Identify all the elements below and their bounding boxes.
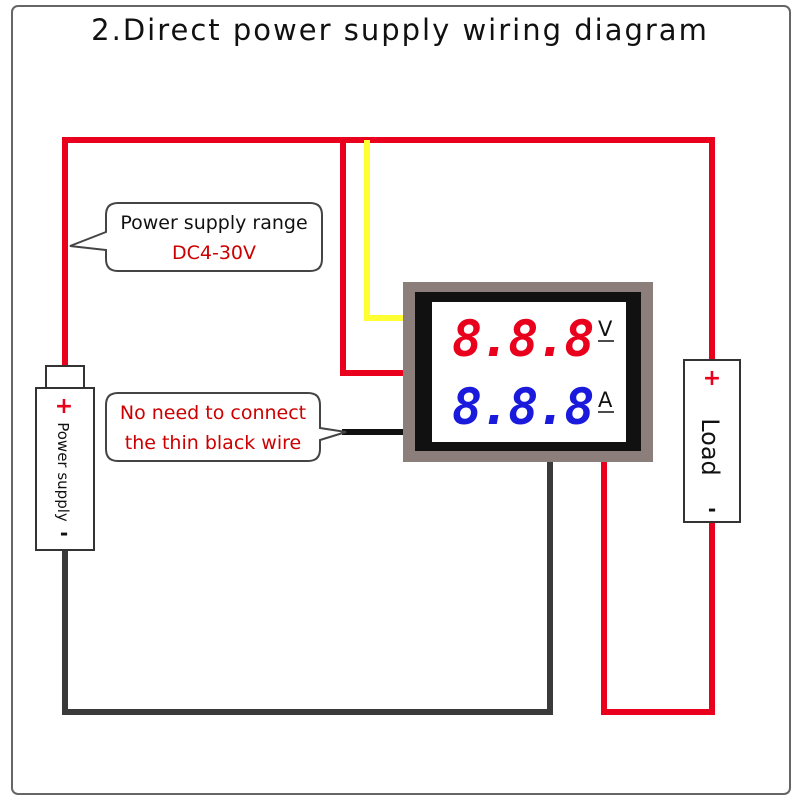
yellow-sense-wire bbox=[364, 140, 405, 321]
red-supply-wire bbox=[62, 137, 715, 370]
battery-terminal-cap bbox=[45, 365, 85, 391]
load-minus-sign: - bbox=[708, 497, 716, 521]
current-reading: 8.8.8 bbox=[452, 378, 593, 436]
load-body bbox=[683, 359, 741, 523]
voltmeter-ammeter: 8.8.8 V 8.8.8 A bbox=[403, 282, 653, 462]
load-plus-sign: + bbox=[703, 366, 721, 391]
callout-power-range: Power supply range DC4-30V bbox=[69, 202, 323, 272]
voltage-reading: 8.8.8 bbox=[452, 310, 593, 368]
callout-power-range-line2: DC4-30V bbox=[172, 242, 256, 264]
power-supply-battery: + Power supply - bbox=[35, 365, 95, 551]
load-label: Load bbox=[696, 418, 724, 476]
callout-black-wire: No need to connect the thin black wire bbox=[105, 392, 347, 462]
red-wires bbox=[62, 137, 715, 715]
current-unit: A bbox=[598, 388, 613, 412]
black-ground-wire bbox=[62, 460, 553, 715]
callout-black-wire-bubble bbox=[105, 392, 347, 462]
voltage-unit: V bbox=[598, 317, 613, 341]
battery-label: Power supply bbox=[54, 422, 72, 522]
black-wires bbox=[62, 429, 553, 715]
meter-display bbox=[432, 302, 626, 442]
callout-black-wire-line1: No need to connect bbox=[120, 402, 306, 424]
red-meter-power-wire bbox=[340, 140, 405, 376]
battery-body bbox=[35, 387, 95, 551]
battery-minus-sign: - bbox=[60, 521, 68, 545]
callout-power-range-bubble bbox=[69, 202, 323, 272]
diagram-title: 2.Direct power supply wiring diagram bbox=[91, 13, 709, 47]
load-device: + Load - bbox=[683, 359, 741, 523]
callout-black-wire-line2: the thin black wire bbox=[125, 432, 301, 454]
callout-power-range-line1: Power supply range bbox=[120, 212, 307, 234]
red-load-return-wire bbox=[601, 460, 715, 715]
battery-plus-sign: + bbox=[55, 394, 73, 419]
